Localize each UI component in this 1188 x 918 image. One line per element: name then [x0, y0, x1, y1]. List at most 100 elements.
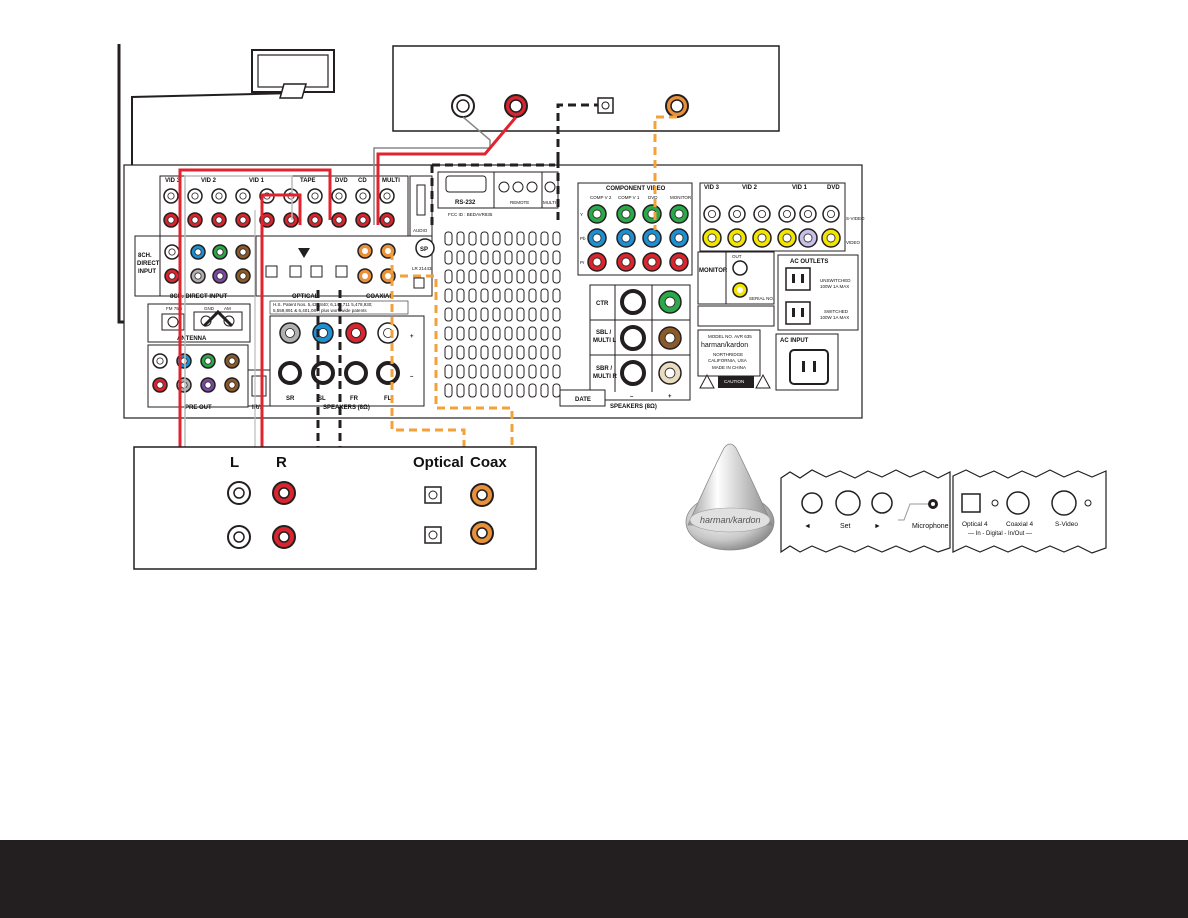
audio-jack-left — [187, 188, 203, 204]
audio-jack-left — [307, 188, 323, 204]
vent-slot — [516, 250, 525, 265]
video-jack — [702, 228, 722, 248]
svg-text:FL: FL — [384, 396, 392, 402]
audio-label: AUDIO — [413, 228, 428, 233]
svg-text:Pb: Pb — [580, 236, 586, 241]
remote-label: REMOTE — [510, 200, 529, 205]
component-jack-pb — [587, 228, 607, 248]
audio-jack-right — [379, 212, 395, 228]
vent-slot — [516, 364, 525, 379]
direct-input-jack — [235, 244, 251, 260]
vent-slot — [468, 307, 477, 322]
preout-label: PRE OUT — [185, 405, 212, 411]
audio-jack-left — [331, 188, 347, 204]
patent-text: H.S. Patent Nos. 5,436,840; 6,144,711 5,… — [273, 302, 373, 307]
multi-label: MULTI — [382, 178, 400, 184]
vent-slot — [492, 364, 501, 379]
date-label: DATE — [575, 397, 591, 403]
direct-input-jack — [190, 244, 206, 260]
vent-slot — [492, 231, 501, 246]
video-jack — [798, 228, 818, 248]
direct-input-jack — [190, 268, 206, 284]
vent-slot — [552, 383, 561, 398]
component-jack-pr — [642, 252, 662, 272]
vent-slot — [528, 364, 537, 379]
svg-text:DVD: DVD — [648, 195, 658, 200]
microphone-label: Microphone — [912, 523, 949, 530]
vent-slot — [480, 364, 489, 379]
speaker-post-positive — [658, 361, 682, 385]
csa-number: LR 21443 — [412, 266, 432, 271]
vent-slot — [540, 307, 549, 322]
brand-label: harman/kardon — [701, 342, 748, 349]
svg-text:DVD: DVD — [827, 185, 840, 191]
vent-slot — [528, 231, 537, 246]
svg-text:+: + — [410, 334, 414, 340]
svideo-jack — [753, 205, 771, 223]
speakers-8-label: SPEAKERS (8Ω) — [610, 404, 657, 410]
svg-text:AM: AM — [224, 306, 231, 311]
speakers-label: SPEAKERS (8Ω) — [323, 405, 370, 411]
speaker-post-positive — [658, 290, 682, 314]
vent-slot — [480, 307, 489, 322]
remote-multi-label: MULTI — [543, 200, 556, 205]
svideo-label: S-Video — [1055, 521, 1078, 528]
right-arrow: ► — [874, 523, 881, 530]
speaker-post-negative — [620, 325, 646, 351]
vent-slot — [552, 269, 561, 284]
svg-text:Pr: Pr — [580, 260, 585, 265]
vent-slot — [468, 231, 477, 246]
antenna-label: ANTENNA — [177, 336, 207, 342]
vent-slot — [540, 269, 549, 284]
vent-slot — [540, 345, 549, 360]
vent-slot — [468, 288, 477, 303]
vent-slot — [468, 364, 477, 379]
svg-text:SR: SR — [286, 396, 295, 402]
vent-slot — [456, 250, 465, 265]
source-device: L R Optical Coax — [133, 446, 537, 570]
vent-slot — [552, 250, 561, 265]
speaker-post-negative — [311, 361, 335, 385]
vent-slot — [504, 364, 513, 379]
component-video-label: COMPONENT VIDEO — [606, 186, 666, 192]
vent-slot — [516, 307, 525, 322]
audio-jack-left — [379, 188, 395, 204]
digital-io-label: — In - Digital - In/Out — — [968, 531, 1032, 537]
audio-jack-left — [235, 188, 251, 204]
vent-slot — [528, 345, 537, 360]
audio-jack-right — [283, 212, 299, 228]
audio-jack-left — [163, 188, 179, 204]
vent-slot — [552, 288, 561, 303]
vent-slot — [540, 250, 549, 265]
speaker-post-negative — [620, 360, 646, 386]
svideo-jack — [799, 205, 817, 223]
vent-slot — [504, 383, 513, 398]
vent-slot — [492, 307, 501, 322]
component-video: COMPONENT VIDEO COMP V 2 COMP V 1 DVD MO… — [577, 182, 693, 276]
direct-input-label: 8CH. DIRECT INPUT — [170, 294, 228, 300]
vent-slot — [516, 326, 525, 341]
set-label: Set — [840, 523, 851, 530]
vent-slot — [516, 345, 525, 360]
vent-slot — [444, 250, 453, 265]
ac-input-label: AC INPUT — [780, 338, 809, 344]
svg-text:DIRECT: DIRECT — [137, 261, 160, 267]
model-label: MODEL NO. AVR 635 — [708, 334, 752, 339]
csa-logo: SP LR 21443 — [412, 238, 435, 289]
am-loop-antenna — [251, 49, 335, 99]
svg-text:100W 1A MAX: 100W 1A MAX — [820, 315, 849, 320]
vent-slot — [528, 250, 537, 265]
svg-text:Y: Y — [580, 212, 583, 217]
vent-slot — [468, 269, 477, 284]
vent-slot — [444, 307, 453, 322]
vent-slot — [492, 326, 501, 341]
footer-bar — [0, 840, 1188, 918]
speaker-post-positive — [279, 322, 301, 344]
speaker-post-negative — [278, 361, 302, 385]
component-jack-pr — [616, 252, 636, 272]
audio-jack-right — [331, 212, 347, 228]
ventilation-slots — [444, 231, 561, 398]
svg-text:VID 2: VID 2 — [742, 185, 758, 191]
fcc-id: FCC ID : BEDAVR835 — [448, 212, 493, 217]
ac-outlets-label: AC OUTLETS — [790, 259, 828, 265]
